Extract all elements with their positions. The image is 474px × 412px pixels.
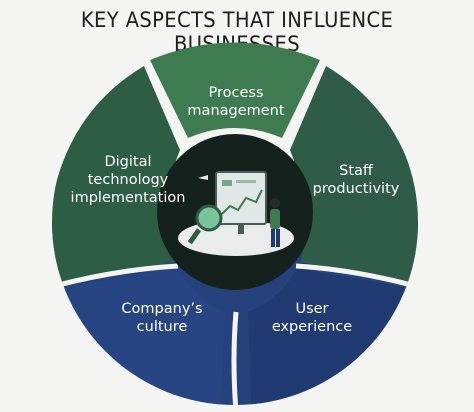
label-process-management: Process management xyxy=(187,84,284,120)
analytics-illustration xyxy=(178,171,294,256)
segment-digital-technology[interactable] xyxy=(52,66,180,285)
label-line: management xyxy=(187,103,285,119)
label-company-culture: Company’s culture xyxy=(121,300,202,336)
magnifier-icon xyxy=(195,204,223,232)
label-staff-productivity: Staff productivity xyxy=(313,162,400,198)
person-body xyxy=(270,209,280,229)
monitor-stand xyxy=(238,224,244,234)
label-user-experience: User experience xyxy=(272,300,352,336)
label-line: culture xyxy=(136,319,188,335)
label-digital-technology: Digital technology implementation xyxy=(71,153,186,207)
person-head xyxy=(270,198,280,208)
label-line: implementation xyxy=(70,190,186,206)
label-line: experience xyxy=(271,319,353,335)
label-line: technology xyxy=(87,172,169,188)
label-line: Company’s xyxy=(121,301,203,317)
label-line: Digital xyxy=(104,154,152,170)
label-line: User xyxy=(295,301,329,317)
label-line: Staff xyxy=(339,163,373,179)
segment-process-management[interactable] xyxy=(150,42,320,139)
segment-staff-productivity[interactable] xyxy=(290,66,420,285)
drone-icon xyxy=(198,175,208,180)
label-line: productivity xyxy=(312,181,400,197)
label-line: Process xyxy=(208,85,264,101)
